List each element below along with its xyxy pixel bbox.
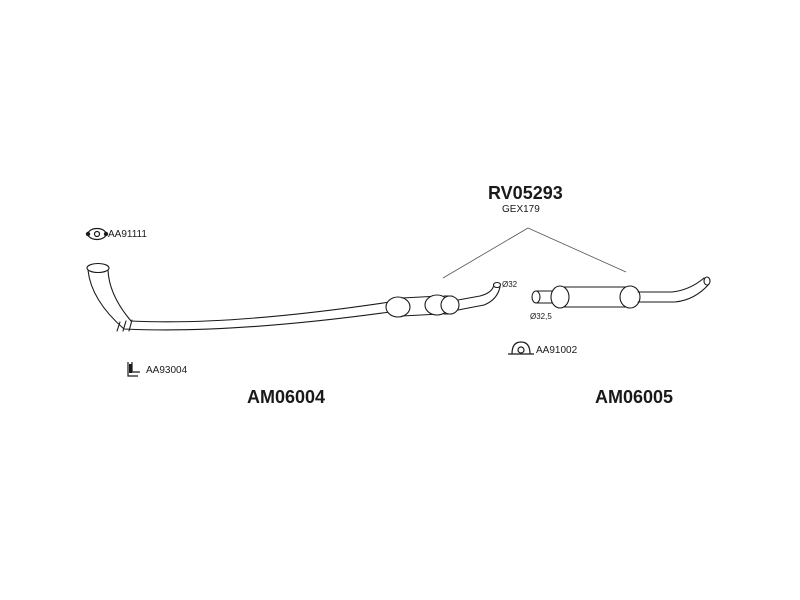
part-front-pipe-label: AM06004 [247,387,326,407]
fitting-clamp-label: AA91002 [536,345,578,356]
part-rear-silencer-label: AM06005 [595,387,674,407]
bracket-icon [127,362,140,377]
fitting-flange-gasket-label: AA91111 [108,229,147,240]
clamp-icon [508,341,534,355]
kit-subcode-label: GEX179 [502,204,540,215]
kit-code-label: RV05293 [488,183,563,203]
flange-gasket-icon [85,227,109,241]
kit-leader-lines [442,227,627,279]
dimension-inner-label: Ø32,5 [530,312,552,321]
dimension-outer-label: Ø32 [502,280,518,289]
fitting-bracket-label: AA93004 [146,365,188,376]
rear-silencer-drawing [531,276,711,309]
front-pipe-drawing [86,262,502,332]
